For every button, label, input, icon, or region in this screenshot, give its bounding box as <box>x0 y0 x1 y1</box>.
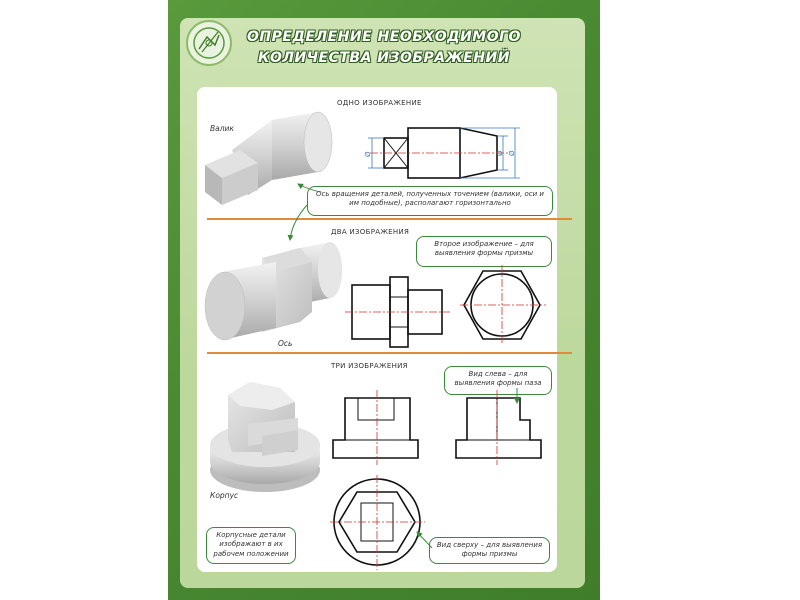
housing-3d-model <box>210 382 320 492</box>
housing-front-view <box>332 390 419 465</box>
axle-front-view <box>345 276 450 348</box>
part-label-axle: Ось <box>278 339 293 348</box>
poster-title-line2: КОЛИЧЕСТВА ИЗОБРАЖЕНИЙ <box>258 50 510 66</box>
section-title-three-views: ТРИ ИЗОБРАЖЕНИЯ <box>331 362 408 370</box>
drafting-logo-icon <box>186 20 232 66</box>
part-label-housing: Корпус <box>210 491 239 500</box>
callout-working-position: Корпусные детали изображают в их рабочем… <box>206 527 296 564</box>
shaft-front-view <box>370 127 510 179</box>
section-divider-2 <box>207 352 572 354</box>
dim-diameter-1: Ø <box>364 151 372 157</box>
callout-arrow-shaft <box>297 183 321 193</box>
shaft-dimensions <box>368 127 520 179</box>
part-label-shaft: Валик <box>210 124 234 133</box>
housing-left-view <box>455 390 542 465</box>
section-divider-1 <box>207 218 572 220</box>
housing-top-view <box>330 475 425 570</box>
axle-side-view <box>460 265 546 345</box>
callout-horizontal-axis: Ось вращения деталей, полученных точение… <box>307 186 553 216</box>
section-title-two-views: ДВА ИЗОБРАЖЕНИЯ <box>331 228 410 236</box>
dim-diameter-3: Ø <box>496 150 504 156</box>
callout-left-view: Вид слева – для выявления формы паза <box>444 366 552 395</box>
dim-diameter-2: Ø <box>508 150 516 156</box>
section-title-one-view: ОДНО ИЗОБРАЖЕНИЕ <box>337 99 422 107</box>
axle-3d-model <box>204 242 342 341</box>
callout-arrow-top-view <box>416 531 433 549</box>
shaft-3d-model <box>205 111 333 205</box>
callout-arrow-axle <box>287 204 308 241</box>
callout-prism-shape: Второе изображение – для выявления формы… <box>416 236 552 267</box>
poster-title-line1: ОПРЕДЕЛЕНИЕ НЕОБХОДИМОГО <box>247 29 521 45</box>
callout-top-view: Вид сверху – для выявления формы призмы <box>429 537 550 564</box>
